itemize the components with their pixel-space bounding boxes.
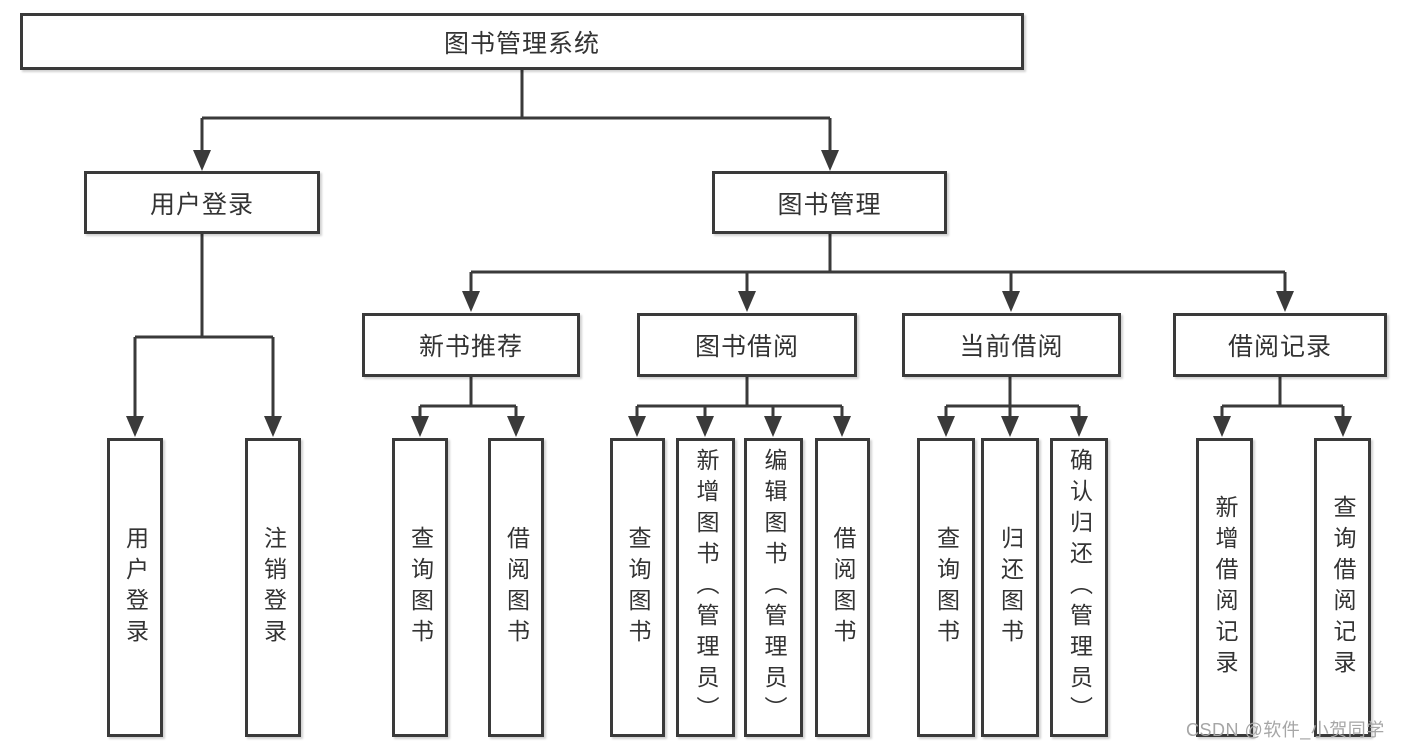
leaf-edit-book-admin: 编辑图书（管理员） — [744, 438, 803, 737]
leaf-borrow-books-borrowing: 借阅图书 — [815, 438, 870, 737]
node-user-login: 用户登录 — [84, 171, 320, 234]
leaf-borrow-books-recommendation: 借阅图书 — [488, 438, 544, 737]
leaf-add-book-admin: 新增图书（管理员） — [676, 438, 735, 737]
leaf-logout: 注销登录 — [245, 438, 301, 737]
node-new-book-recommendation: 新书推荐 — [362, 313, 580, 377]
node-label: 图书借阅 — [694, 333, 799, 361]
leaf-label: 查询图书 — [407, 525, 434, 650]
leaf-label: 查询图书 — [625, 525, 651, 650]
leaf-label: 借阅图书 — [503, 525, 530, 650]
leaf-add-borrowing-record: 新增借阅记录 — [1196, 438, 1253, 737]
node-current-borrowing: 当前借阅 — [902, 313, 1121, 377]
leaf-label: 查询借阅记录 — [1330, 494, 1356, 681]
node-label: 图书管理 — [777, 190, 882, 219]
node-label: 当前借阅 — [959, 333, 1064, 361]
node-label: 用户登录 — [149, 190, 254, 219]
leaf-label: 编辑图书（管理员） — [761, 448, 787, 727]
leaf-query-books-recommendation: 查询图书 — [392, 438, 448, 737]
node-library-management-system: 图书管理系统 — [20, 13, 1024, 70]
leaf-label: 归还图书 — [997, 525, 1024, 650]
leaf-query-borrowing-record: 查询借阅记录 — [1314, 438, 1371, 737]
leaf-label: 确认归还（管理员） — [1066, 448, 1093, 727]
leaf-label: 借阅图书 — [830, 525, 856, 650]
node-label: 图书管理系统 — [443, 29, 600, 58]
leaf-user-login: 用户登录 — [107, 438, 163, 737]
node-book-management: 图书管理 — [712, 171, 947, 234]
leaf-label: 注销登录 — [260, 525, 287, 650]
node-label: 借阅记录 — [1227, 333, 1332, 361]
node-book-borrowing: 图书借阅 — [637, 313, 857, 377]
watermark: CSDN @软件_小贺同学 — [1186, 720, 1385, 740]
leaf-return-books: 归还图书 — [981, 438, 1039, 737]
leaf-label: 用户登录 — [122, 525, 149, 650]
arrowhead-icons — [126, 150, 1352, 437]
leaf-label: 新增图书（管理员） — [693, 448, 719, 727]
leaf-query-books-current: 查询图书 — [917, 438, 975, 737]
leaf-label: 新增借阅记录 — [1212, 494, 1238, 681]
node-borrowing-records: 借阅记录 — [1173, 313, 1387, 377]
node-label: 新书推荐 — [418, 333, 523, 361]
leaf-query-books-borrowing: 查询图书 — [610, 438, 665, 737]
leaf-confirm-return-admin: 确认归还（管理员） — [1050, 438, 1108, 737]
leaf-label: 查询图书 — [933, 525, 960, 650]
